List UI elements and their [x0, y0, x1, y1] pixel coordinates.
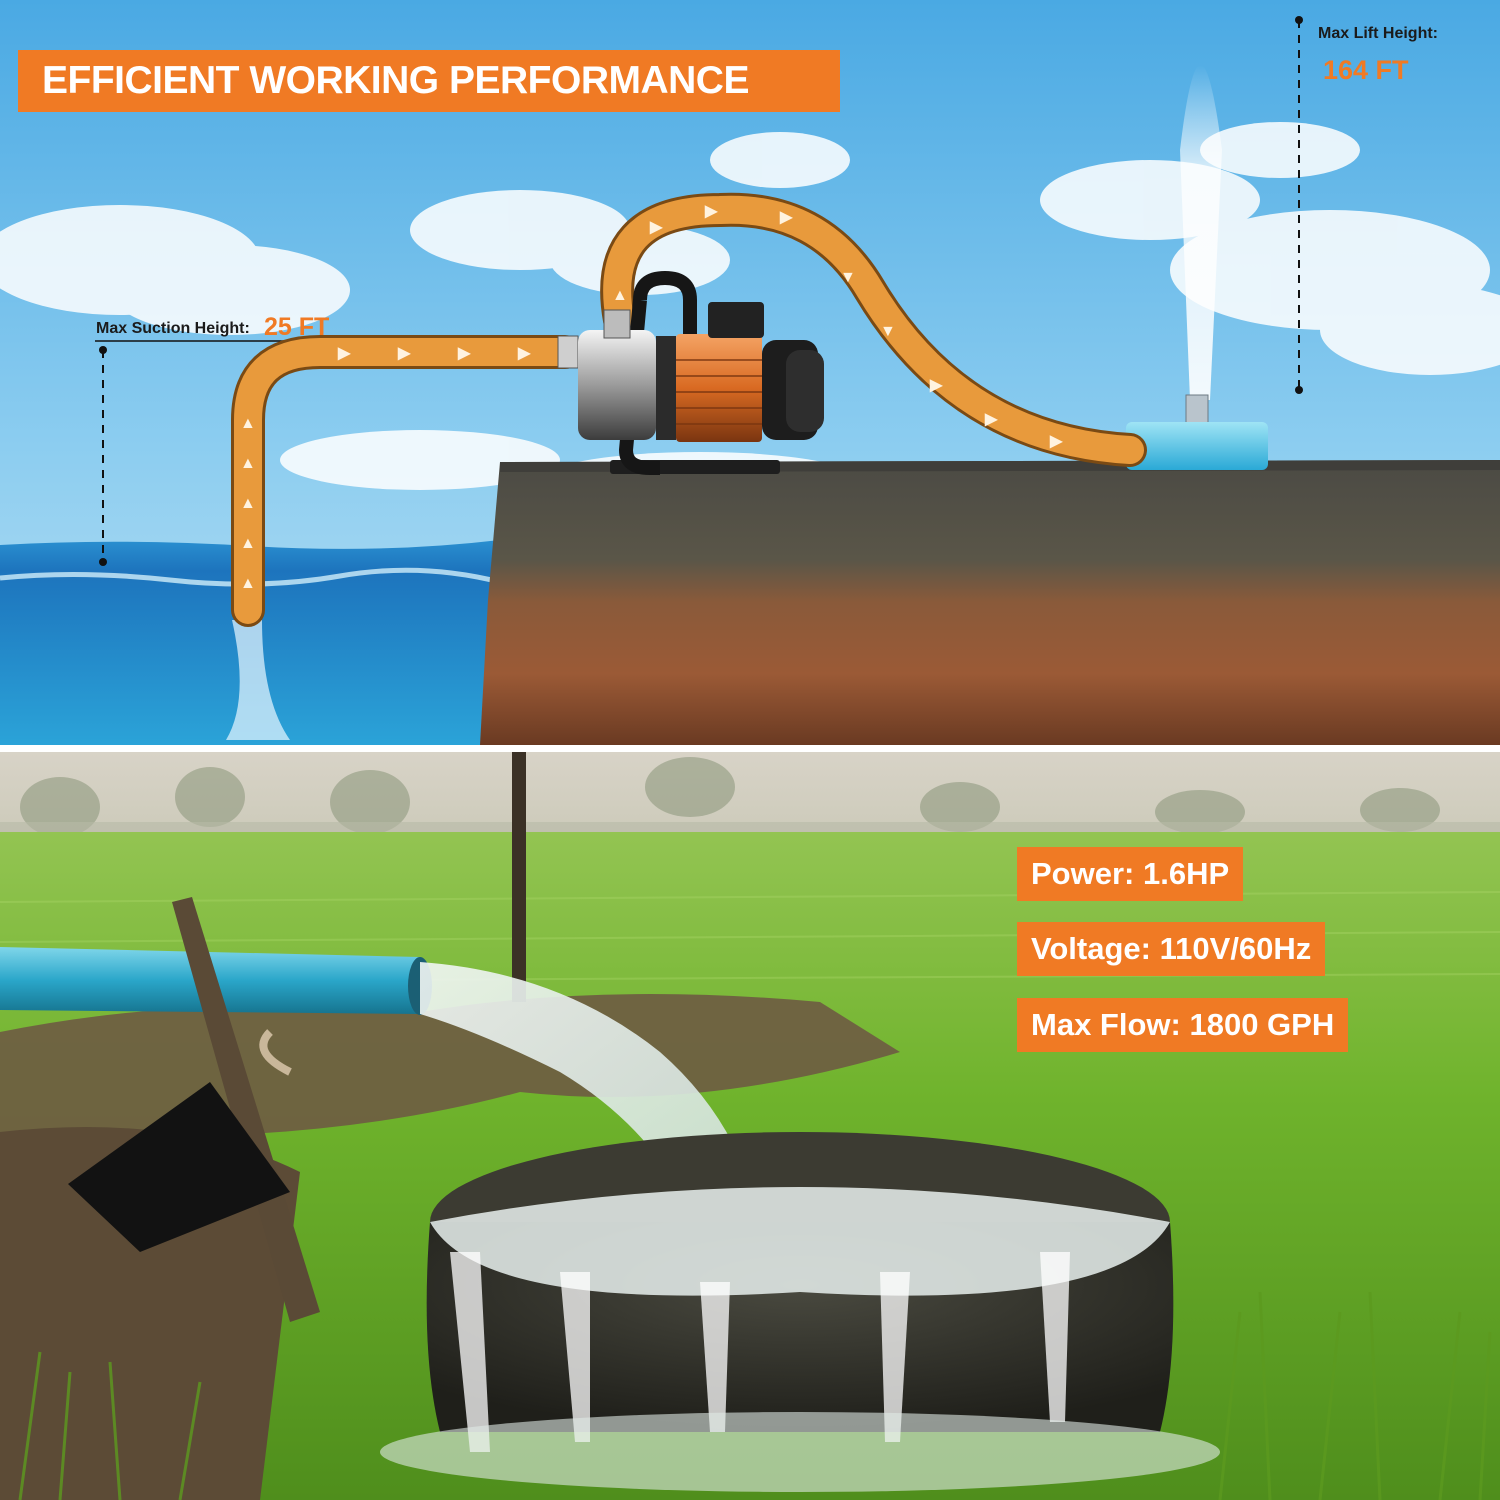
suction-height-value: 25 FT: [264, 313, 330, 341]
svg-text:▲: ▲: [240, 455, 256, 472]
svg-text:▲: ▲: [612, 287, 628, 304]
svg-text:▶: ▶: [779, 209, 793, 226]
lift-height-value: 164 FT: [1323, 55, 1409, 85]
svg-text:▼: ▼: [840, 269, 856, 286]
spec-power-value: 1.6HP: [1142, 856, 1230, 891]
spec-voltage-label: Voltage:: [1031, 931, 1151, 966]
svg-text:▲: ▲: [240, 415, 256, 432]
lift-height-label: Max Lift Height:: [1318, 25, 1438, 42]
svg-text:▶: ▶: [984, 411, 998, 428]
svg-text:▲: ▲: [240, 495, 256, 512]
svg-text:▶: ▶: [1049, 433, 1063, 450]
page-title: EFFICIENT WORKING PERFORMANCE: [18, 50, 840, 112]
irrigation-photo-scene: Power: 1.6HP Voltage: 110V/60Hz Max Flow…: [0, 752, 1500, 1500]
section-divider: [0, 745, 1500, 752]
svg-text:▶: ▶: [649, 219, 663, 236]
svg-text:▶: ▶: [457, 345, 471, 362]
spec-power-label: Power:: [1031, 856, 1135, 891]
svg-text:▲: ▲: [240, 535, 256, 552]
svg-text:▲: ▲: [240, 575, 256, 592]
spec-power: Power: 1.6HP: [1017, 847, 1244, 901]
svg-text:▶: ▶: [929, 377, 943, 394]
svg-text:▶: ▶: [337, 345, 351, 362]
irrigation-photo-graphic: [0, 752, 1500, 1500]
spec-max-flow-label: Max Flow:: [1031, 1007, 1181, 1042]
pump-diagram-scene: ▲▲▲▲▲ ▶▶▶▶ ▲▶▶▶ ▼▼▶▶▶ EFFICIENT WORKI: [0, 0, 1500, 745]
suction-height-label: Max Suction Height:: [96, 320, 250, 337]
svg-text:▶: ▶: [704, 203, 718, 220]
svg-text:▶: ▶: [517, 345, 531, 362]
spec-voltage-value: 110V/60Hz: [1159, 931, 1312, 966]
spec-max-flow: Max Flow: 1800 GPH: [1017, 998, 1349, 1052]
spec-voltage: Voltage: 110V/60Hz: [1017, 922, 1326, 976]
svg-text:▶: ▶: [397, 345, 411, 362]
pump-diagram-graphic: ▲ ▲ ▲ ▲ ▲ ▶ ▶ ▶ ▶ ▲ ▶ ▶ ▶ ▼ ▼ ▶ ▶ ▶: [0, 0, 1500, 745]
pump-graphic: [557, 270, 824, 475]
spec-max-flow-value: 1800 GPH: [1189, 1007, 1335, 1042]
svg-text:▼: ▼: [880, 323, 896, 340]
